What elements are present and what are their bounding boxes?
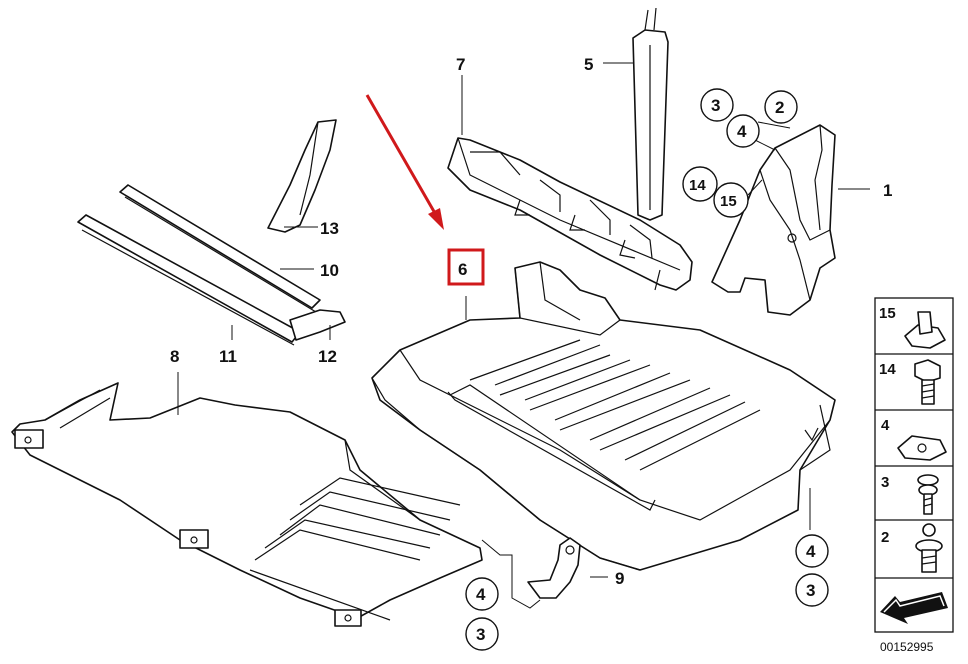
- part-labels: 1 5 7 8 9 10 11 12 13: [170, 55, 892, 588]
- part-label-10: 10: [320, 261, 339, 280]
- part-label-12: 12: [318, 347, 337, 366]
- callout-3-bottom: 3: [476, 625, 485, 644]
- callout-3-right: 3: [806, 581, 815, 600]
- part-1-side-bracket: [711, 124, 836, 316]
- callout-4-bottom: 4: [476, 585, 486, 604]
- part-8-underbody-shield: [11, 382, 483, 627]
- part-10-rail: [119, 184, 321, 313]
- document-number: 00152995: [880, 640, 934, 654]
- hardware-legend: 15 14 4 3 2: [874, 297, 954, 633]
- part-label-1: 1: [883, 181, 892, 200]
- legend-label-14: 14: [879, 361, 896, 378]
- circled-callouts: 3 2 4 14 15 4 3 4 3: [465, 88, 829, 651]
- direction-arrow-icon: [880, 592, 948, 624]
- leader-lines: [177, 62, 870, 609]
- part-7-bracket: [447, 137, 693, 291]
- part-13-strip: [267, 119, 337, 233]
- part-6-main-panel: [371, 261, 836, 571]
- part-label-5: 5: [584, 55, 593, 74]
- part-label-9: 9: [615, 569, 624, 588]
- clip-nut-icon: [904, 311, 946, 349]
- part-label-6: 6: [458, 260, 467, 279]
- legend-label-4: 4: [881, 417, 890, 434]
- part-12-end-cap: [289, 309, 346, 341]
- callout-3-top: 3: [711, 96, 720, 115]
- screw-washer-icon: [917, 474, 939, 515]
- spring-nut-icon: [897, 435, 947, 461]
- callout-4-top: 4: [737, 122, 747, 141]
- part-label-11: 11: [219, 347, 237, 366]
- highlight-arrow: [365, 94, 444, 230]
- callout-15-top: 15: [720, 193, 737, 210]
- part-label-8: 8: [170, 347, 179, 366]
- part-5-strip: [632, 7, 669, 221]
- legend-label-15: 15: [879, 305, 896, 322]
- expansion-rivet-icon: [915, 523, 943, 573]
- legend-label-3: 3: [881, 474, 889, 491]
- callout-14-top: 14: [689, 177, 706, 194]
- part-label-13: 13: [320, 219, 339, 238]
- part-label-7: 7: [456, 55, 465, 74]
- callout-2-top: 2: [775, 98, 784, 117]
- legend-label-2: 2: [881, 529, 889, 546]
- hex-bolt-icon: [914, 359, 941, 405]
- highlighted-part-6: 6: [447, 248, 485, 286]
- part-9-small-bracket: [527, 537, 581, 599]
- callout-4-right: 4: [806, 542, 816, 561]
